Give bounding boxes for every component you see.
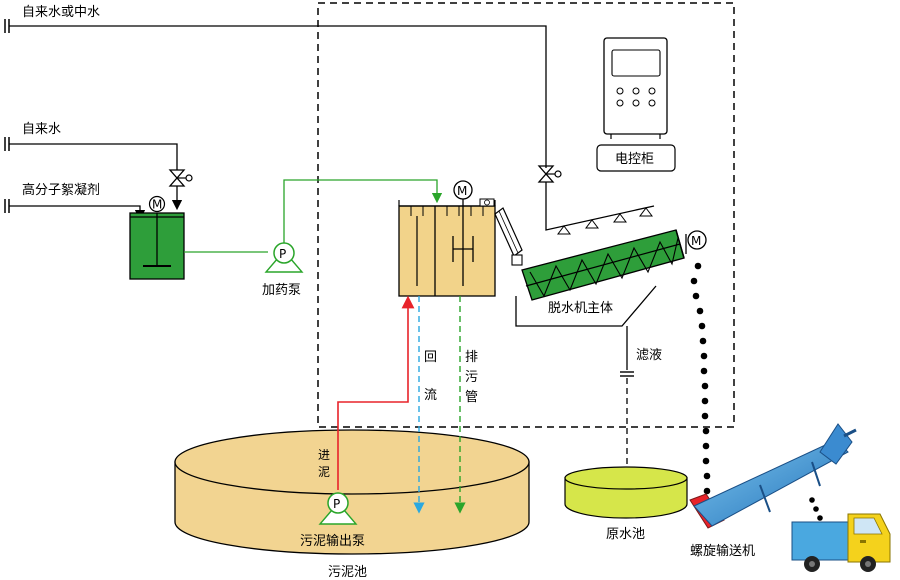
label-polymer-flocculant: 高分子絮凝剂: [22, 182, 100, 198]
sludge-transfer-pump: P 污泥输出泵: [300, 492, 365, 549]
filtrate-line: 滤液: [620, 326, 662, 514]
pipe-tap-or-reclaimed: 自来水或中水: [4, 5, 547, 168]
return-flow-line: 回 流: [413, 296, 437, 514]
label-screw-conveyor: 螺旋输送机: [690, 543, 755, 559]
motor-icon: [687, 230, 707, 250]
label-dosing-pump: 加药泵: [262, 283, 301, 298]
label-drain-pipe-3: 管: [465, 390, 478, 405]
label-drain-pipe-2: 污: [465, 370, 478, 385]
motor-icon: [453, 180, 473, 200]
flocculant-line-to-reactor: [283, 179, 443, 244]
sludge-inlet-line: 进 泥: [318, 295, 415, 490]
label-sludge-transfer-pump: 污泥输出泵: [300, 533, 365, 549]
equipment-boundary: [317, 2, 735, 428]
motor-icon: [148, 195, 166, 213]
label-tap-water: 自来水: [22, 122, 61, 137]
conveyor-discharge-dots: [809, 497, 823, 521]
label-return-flow-2: 流: [424, 388, 437, 403]
label-sludge-inlet-2: 泥: [318, 465, 330, 479]
label-sludge-tank: 污泥池: [328, 565, 367, 580]
pump-symbol: P: [279, 247, 286, 261]
label-filtrate: 滤液: [636, 348, 662, 363]
flocculant-tank: M: [129, 195, 185, 280]
label-control-cabinet: 电控柜: [615, 152, 654, 167]
dosing-pump: P 加药泵: [262, 242, 304, 298]
spray-pipe: [545, 182, 655, 235]
label-dewatering-unit: 脱水机主体: [548, 301, 613, 316]
label-drain-pipe-1: 排: [465, 350, 478, 365]
svg-text:M: M: [152, 198, 162, 212]
valve-icon: [168, 169, 193, 211]
svg-text:M: M: [457, 184, 467, 198]
valve-icon: [537, 165, 562, 183]
sludge-tank: 污泥池: [174, 429, 530, 580]
drain-pipe-line: 排 污 管: [454, 296, 478, 514]
label-tap-or-reclaimed: 自来水或中水: [22, 5, 100, 20]
overflow-chute: [494, 207, 523, 266]
dewatering-unit: M 脱水机主体: [515, 229, 707, 327]
level-switch-icon: [479, 198, 495, 207]
label-raw-water-tank: 原水池: [606, 527, 645, 542]
screw-conveyor: 螺旋输送机: [689, 423, 857, 559]
svg-text:M: M: [691, 234, 701, 248]
raw-water-tank: 原水池: [564, 466, 688, 542]
pipe-polymer-flocculant: 高分子絮凝剂: [4, 182, 146, 221]
truck-icon: [791, 513, 891, 572]
flocculation-reactor: M: [398, 180, 496, 297]
sludge-cake-drop: [690, 262, 711, 495]
label-sludge-inlet-1: 进: [318, 448, 330, 462]
pump-symbol: P: [333, 497, 340, 511]
label-return-flow-1: 回: [424, 350, 437, 365]
control-cabinet: 电控柜: [596, 37, 676, 172]
pipe-tap-water: 自来水: [4, 122, 178, 170]
